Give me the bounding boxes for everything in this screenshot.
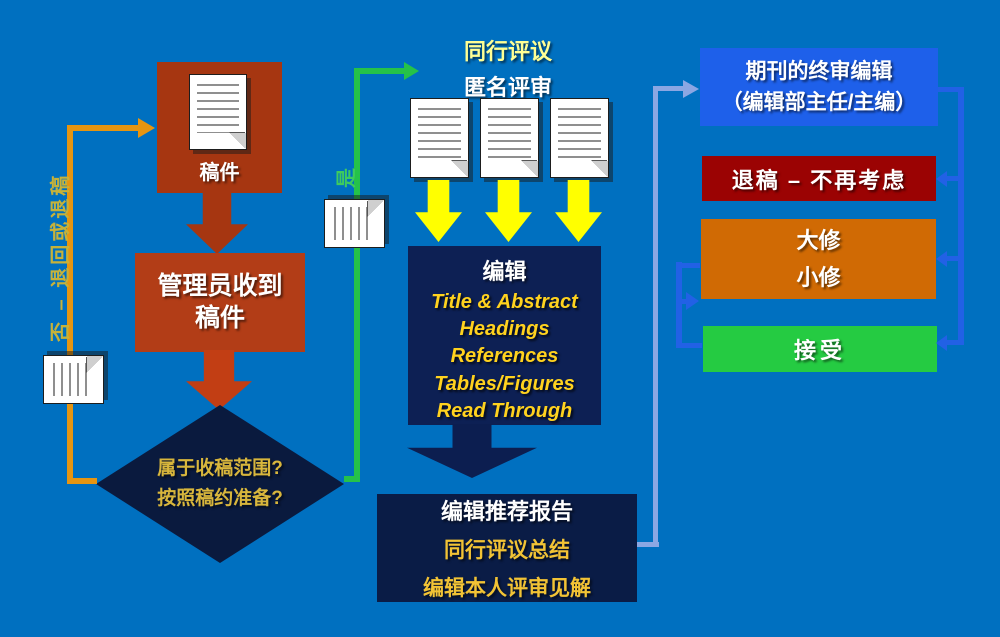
revision-bracket-vertical [676, 262, 682, 348]
arrow-review1-to-editor [415, 180, 462, 242]
yes-branch-arrowhead-icon [404, 62, 419, 80]
report-line2: 同行评议总结 [444, 539, 570, 562]
manuscript-box: 稿件 [157, 62, 282, 193]
no-branch-arrowhead-icon [138, 118, 155, 138]
document-icon [43, 355, 104, 404]
report-connector-arrowhead-icon [683, 80, 699, 98]
admin-box: 管理员收到 稿件 [135, 253, 305, 352]
final-editor-line1: 期刊的终审编辑 [745, 59, 893, 83]
yes-branch-line-vertical [354, 68, 360, 480]
accept-label: 接受 [793, 338, 846, 363]
editor-box-title: 编辑 [482, 259, 527, 284]
arrow-editor-to-report [407, 424, 537, 478]
document-icon [550, 98, 609, 178]
accept-box: 接受 [703, 326, 937, 372]
outcome-bracket-top [938, 87, 964, 92]
arrow-admin-to-decision [186, 350, 252, 410]
report-connector-top [653, 86, 684, 91]
decision-line2: 按照稿约准备? [157, 488, 283, 509]
outcome-stub-reject [947, 176, 958, 181]
editor-item: References [450, 345, 559, 368]
report-box: 编辑推荐报告 同行评议总结 编辑本人评审见解 [377, 494, 637, 602]
revision-bracket-top-arm [676, 263, 700, 268]
revision-bracket-bottom-arm [676, 343, 702, 348]
reject-label: 退稿 – 不再考虑 [731, 167, 907, 193]
decision-diamond: 属于收稿范围? 按照稿约准备? [96, 405, 344, 563]
yes-branch-line-top [354, 68, 406, 74]
document-icon [410, 98, 469, 178]
peer-review-title: 同行评议 [463, 39, 552, 64]
report-line1: 编辑推荐报告 [440, 499, 573, 524]
editor-item: Read Through [436, 399, 573, 422]
outcome-arrowhead-reject-icon [936, 171, 947, 187]
editor-item: Title & Abstract [431, 291, 578, 313]
revision-bracket-arrowhead-icon [686, 292, 699, 310]
editor-item: Headings [459, 318, 550, 341]
report-connector-bottom [637, 542, 659, 547]
report-line3: 编辑本人评审见解 [423, 577, 591, 600]
peer-review-heading: 同行评议 匿名评审 [433, 34, 583, 102]
final-editor-line2: （编辑部主任/主编） [721, 91, 917, 114]
peer-review-subtitle: 匿名评审 [463, 75, 552, 100]
arrow-review2-to-editor [485, 180, 532, 242]
final-editor-box: 期刊的终审编辑 （编辑部主任/主编） [700, 48, 938, 126]
editor-box: 编辑 Title & Abstract Headings References … [408, 246, 601, 425]
no-branch-line-top [67, 125, 139, 131]
outcome-arrowhead-revision-icon [936, 251, 947, 267]
outcome-arrowhead-accept-icon [936, 335, 947, 351]
no-branch-label: 否 – 退回或退稿 [50, 172, 72, 342]
reject-box: 退稿 – 不再考虑 [702, 156, 936, 201]
outcome-bracket-vertical [958, 87, 964, 345]
decision-line1: 属于收稿范围? [157, 457, 283, 479]
manuscript-label: 稿件 [199, 162, 240, 184]
outcome-stub-accept [947, 340, 958, 345]
admin-box-line2: 稿件 [194, 303, 245, 332]
yes-branch-label: 是 [336, 165, 358, 188]
yes-branch-line-bottom [344, 476, 360, 482]
document-icon [189, 74, 247, 150]
report-connector-vertical [653, 86, 658, 547]
document-icon [324, 199, 385, 248]
document-icon [480, 98, 539, 178]
no-branch-line-bottom [67, 478, 97, 484]
outcome-stub-revision [947, 256, 958, 261]
editor-item: Tables/Figures [434, 372, 575, 395]
revision-bracket-mid-stub [680, 299, 688, 304]
admin-box-line1: 管理员收到 [157, 272, 283, 301]
revision-major-label: 大修 [796, 227, 841, 253]
revision-box: 大修 小修 [701, 219, 936, 299]
revision-minor-label: 小修 [796, 265, 841, 290]
arrow-review3-to-editor [555, 180, 602, 242]
no-branch-line-vertical [67, 125, 73, 484]
arrow-manuscript-to-admin [186, 192, 248, 254]
